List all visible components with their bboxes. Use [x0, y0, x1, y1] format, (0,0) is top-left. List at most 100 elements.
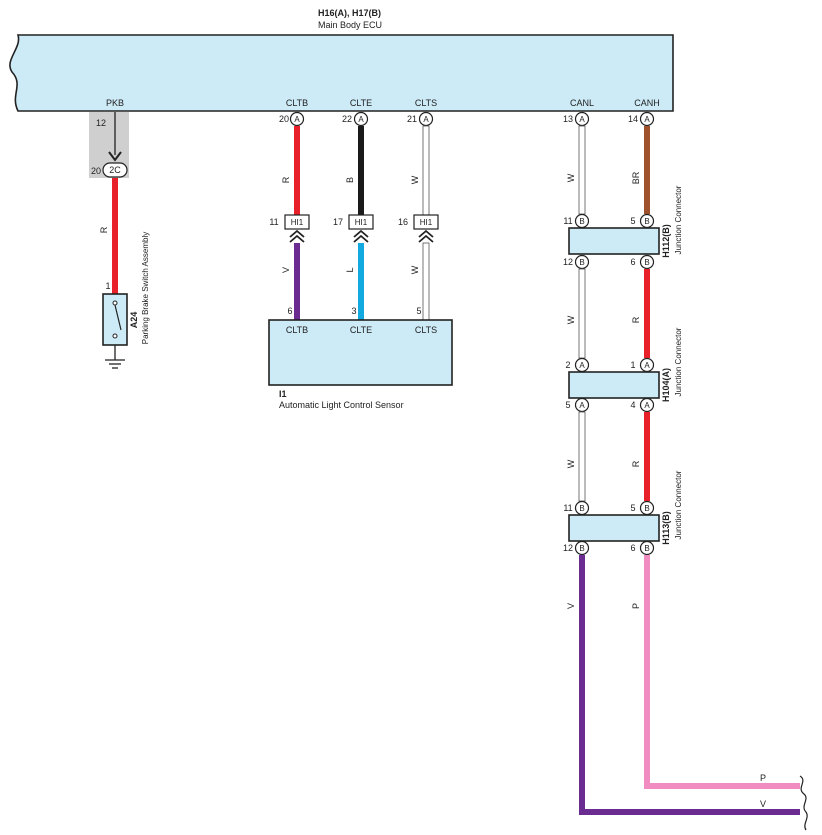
sensor-clts-num: 5 — [416, 306, 421, 316]
junction-h112-code: H112(B) — [661, 224, 671, 258]
hi1-label-cltb: HI1 — [291, 218, 304, 227]
sensor-code: I1 — [279, 389, 287, 399]
j2-l-bot-conn: A — [579, 401, 585, 410]
junction-h113-name: Junction Connector — [674, 470, 683, 539]
junction-h112-body — [568, 227, 660, 255]
j3-r-bot-conn: B — [644, 544, 649, 553]
j2-r-bot-num: 4 — [630, 400, 635, 410]
joint-2c-num: 20 — [91, 166, 101, 176]
j3-r-bot-num: 6 — [630, 543, 635, 553]
canl-terminal-num: 13 — [563, 114, 573, 124]
wire-continuation-break — [799, 775, 808, 831]
junction-h104-body — [568, 371, 660, 399]
clte-hi1-num: 17 — [333, 217, 343, 227]
ecu-pin-clte: CLTE — [350, 98, 372, 108]
ecu-pin-canl: CANL — [570, 98, 594, 108]
canl-wire-3 — [578, 411, 586, 502]
canh-wire-1-color: BR — [631, 171, 641, 184]
ecu-pin-clts: CLTS — [415, 98, 437, 108]
clts-wire-white-top — [422, 125, 430, 216]
canl-wire-2 — [578, 268, 586, 359]
ecu-pin-canh: CANH — [634, 98, 660, 108]
cltb-wire-bottom-color: V — [281, 267, 291, 273]
clte-chevron — [353, 229, 369, 243]
pkb-terminal-num: 12 — [96, 118, 106, 128]
pkb-joint-arrow — [108, 151, 122, 162]
cltb-chevron — [289, 229, 305, 243]
j3-r-top-num: 5 — [630, 503, 635, 513]
ecu-code: H16(A), H17(B) — [318, 8, 381, 18]
cltb-wire-top-color: R — [281, 176, 291, 183]
canh-terminal-num: 14 — [628, 114, 638, 124]
j3-r-top-conn: B — [644, 504, 649, 513]
j1-l-bot-circle — [574, 254, 590, 270]
junction-h112-name: Junction Connector — [674, 185, 683, 254]
clts-terminal-conn: A — [423, 115, 429, 124]
junction-h104-name: Junction Connector — [674, 327, 683, 396]
sensor-pin-cltb: CLTB — [286, 325, 308, 335]
clts-wire-white-bottom — [422, 242, 430, 321]
j2-r-top-num: 1 — [630, 360, 635, 370]
joint-2c — [102, 162, 128, 178]
canl-wire-1-color: W — [566, 173, 576, 182]
switch-blade — [114, 304, 122, 331]
sensor-cltb-num: 6 — [287, 306, 292, 316]
hi1-connector-cltb — [284, 214, 310, 230]
j1-r-top-conn: B — [644, 217, 649, 226]
light-sensor-body — [268, 319, 453, 386]
j2-l-bot-circle — [574, 397, 590, 413]
j2-l-top-conn: A — [579, 361, 585, 370]
out-p-color: P — [760, 773, 766, 783]
clts-wire-top-color: W — [410, 175, 420, 184]
j2-r-bot-conn: A — [644, 401, 650, 410]
sensor-name: Automatic Light Control Sensor — [279, 400, 404, 410]
j3-l-bot-circle — [574, 540, 590, 556]
junction-h113-body — [568, 514, 660, 542]
sensor-pin-clte: CLTE — [350, 325, 372, 335]
joint-2c-label: 2C — [109, 165, 121, 175]
switch-code: A24 — [129, 312, 139, 329]
clte-terminal-num: 22 — [342, 114, 352, 124]
j1-l-bot-conn: B — [579, 258, 584, 267]
canl-wire-3-color: W — [566, 459, 576, 468]
canh-terminal-circle — [639, 111, 655, 127]
clts-chevron — [418, 229, 434, 243]
cltb-terminal-num: 20 — [279, 114, 289, 124]
sensor-pin-clts: CLTS — [415, 325, 437, 335]
switch-contact-bottom — [112, 333, 118, 339]
j2-r-bot-circle — [639, 397, 655, 413]
switch-pin-num: 1 — [105, 281, 110, 291]
cltb-hi1-num: 11 — [269, 217, 278, 227]
cltb-terminal-conn: A — [294, 115, 300, 124]
canl-output-wire-violet — [579, 555, 800, 815]
clts-hi1-num: 16 — [398, 217, 408, 227]
j1-r-bot-conn: B — [644, 258, 649, 267]
j2-l-top-num: 2 — [565, 360, 570, 370]
ecu-pin-cltb: CLTB — [286, 98, 308, 108]
canl-terminal-conn: A — [579, 115, 585, 124]
j1-r-bot-num: 6 — [630, 257, 635, 267]
ecu-pin-pkb: PKB — [106, 98, 124, 108]
ecu-body — [9, 34, 674, 112]
clts-terminal-circle — [418, 111, 434, 127]
out-v-color: V — [760, 799, 766, 809]
switch-contact-top — [112, 300, 118, 306]
sensor-clte-num: 3 — [351, 306, 356, 316]
canl-wire-1 — [578, 125, 586, 215]
canh-wire-4-color: P — [631, 603, 641, 609]
j1-r-top-num: 5 — [630, 216, 635, 226]
junction-h104-code: H104(A) — [661, 368, 671, 402]
clte-wire-bottom-color: L — [345, 267, 355, 272]
clte-terminal-circle — [353, 111, 369, 127]
clts-wire-bottom-color: W — [410, 265, 420, 274]
canl-wire-4-color: V — [566, 603, 576, 609]
junction-h113-code: H113(B) — [661, 511, 671, 545]
hi1-label-clts: HI1 — [420, 218, 433, 227]
canl-wire-2-color: W — [566, 315, 576, 324]
canh-terminal-conn: A — [644, 115, 650, 124]
ecu-name: Main Body ECU — [318, 20, 382, 30]
j1-l-top-conn: B — [579, 217, 584, 226]
pkb-wire-color: R — [99, 226, 109, 233]
canh-wire-2-color: R — [631, 316, 641, 323]
